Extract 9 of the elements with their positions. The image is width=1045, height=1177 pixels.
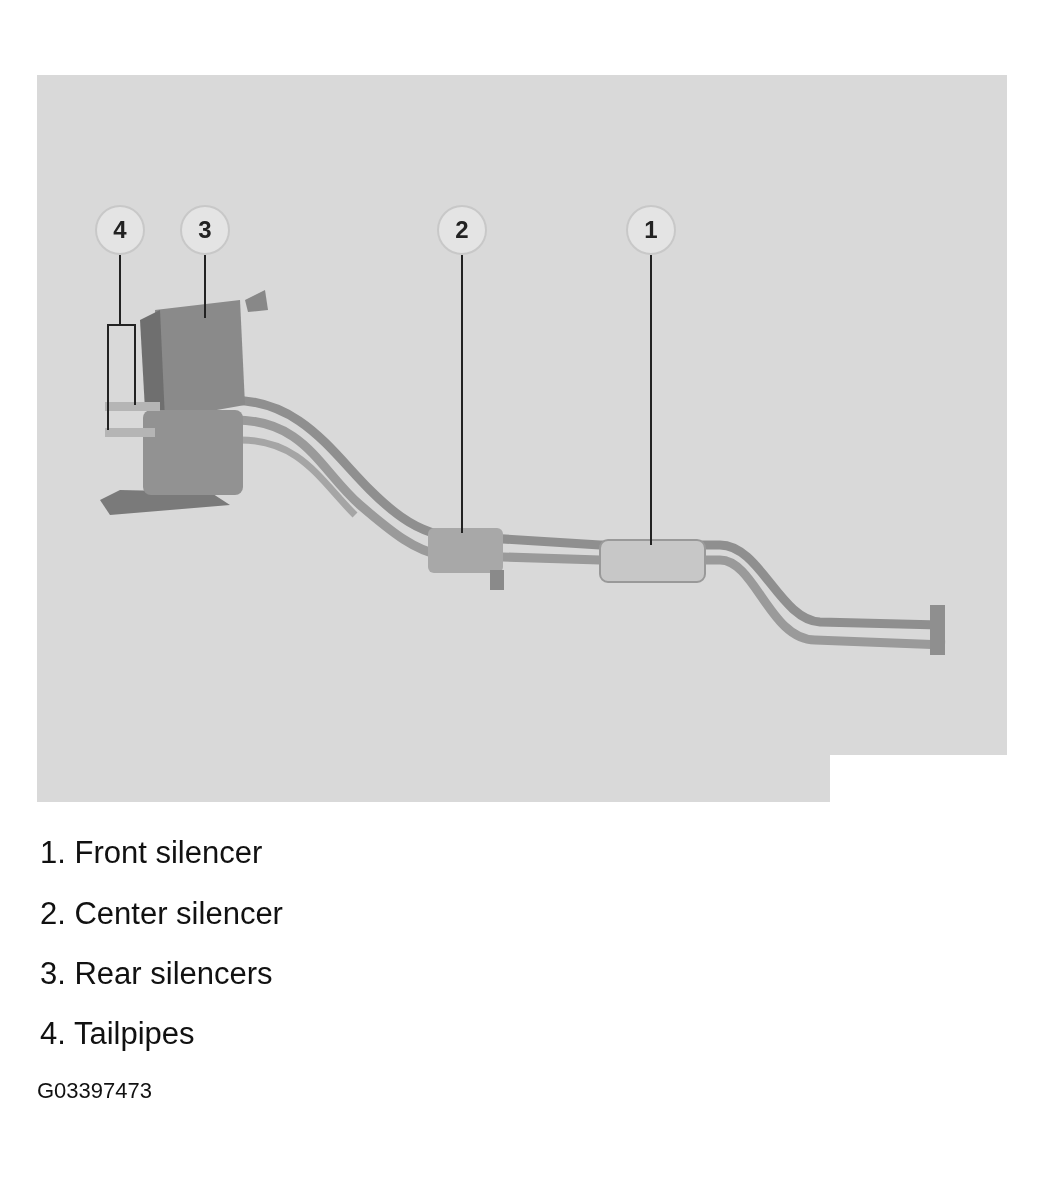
leader-line <box>650 254 652 546</box>
leader-line <box>204 254 206 319</box>
legend-entry: 3. Rear silencers <box>40 956 273 992</box>
legend-entry: 2. Center silencer <box>40 896 283 932</box>
leader-line <box>461 254 463 534</box>
figure-code: G03397473 <box>37 1078 152 1104</box>
legend-entry: 4. Tailpipes <box>40 1016 195 1052</box>
leader-line <box>119 254 136 406</box>
legend-entry: 1. Front silencer <box>40 835 263 871</box>
